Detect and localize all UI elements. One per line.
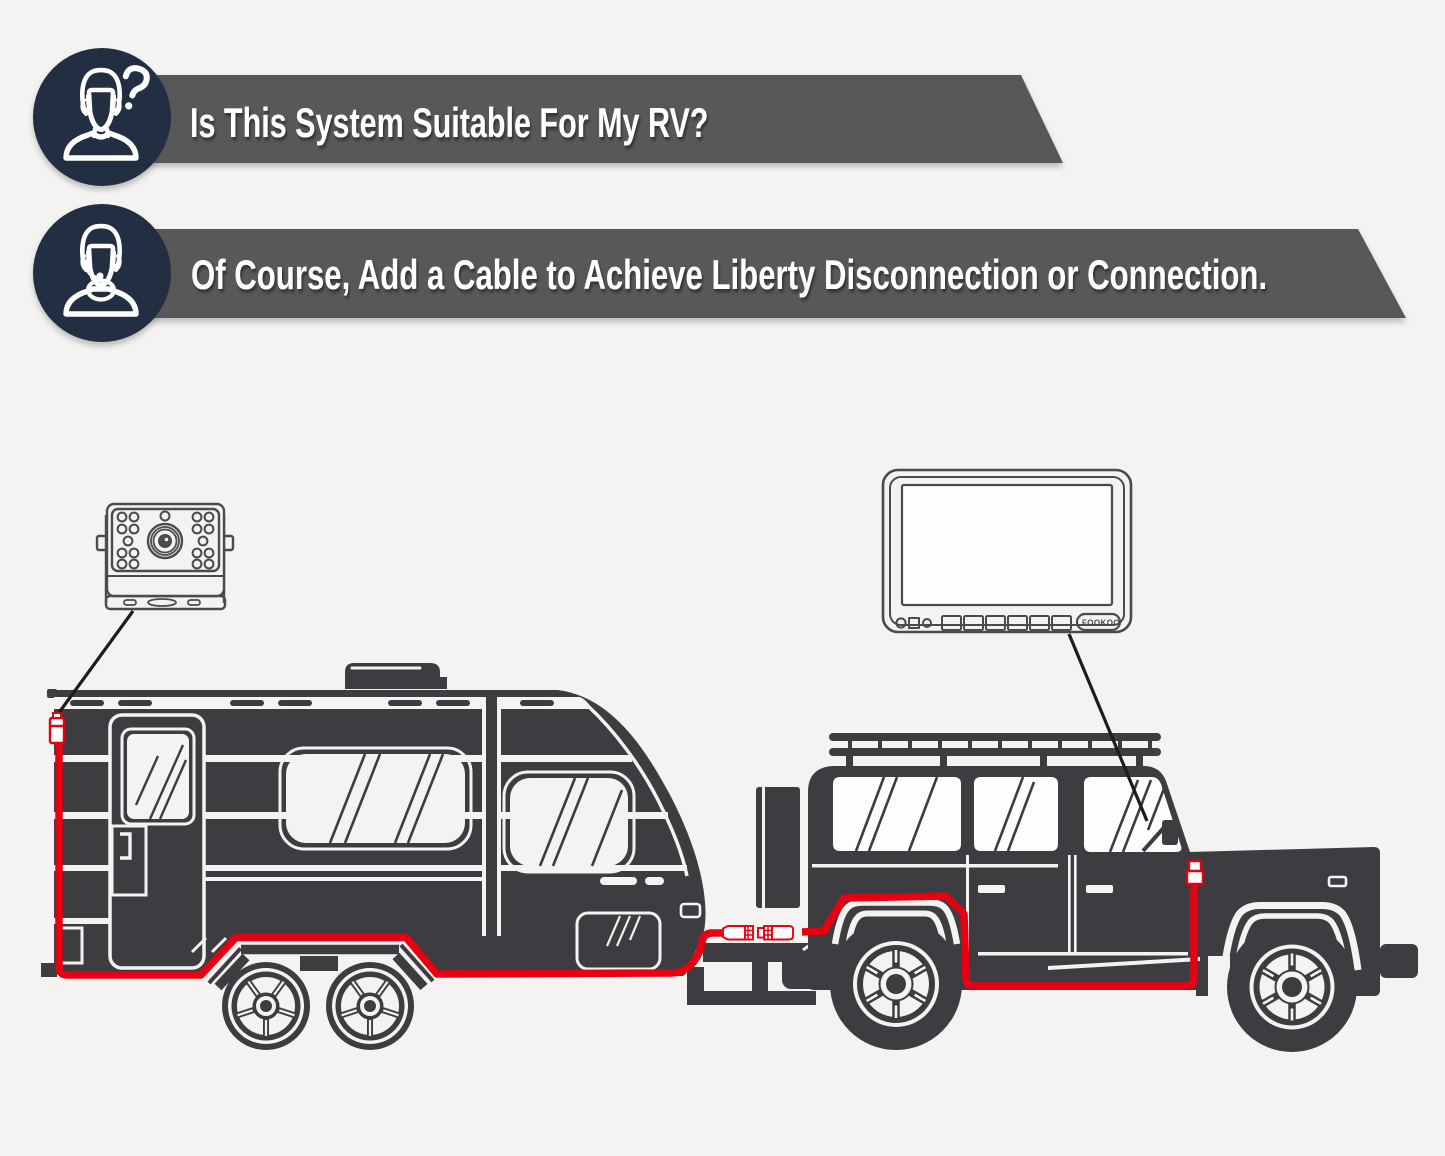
svg-text:FOOKOO: FOOKOO [1082,619,1120,628]
svg-text:Is This System Suitable For My: Is This System Suitable For My RV? [190,99,708,146]
svg-text:Of Course, Add a Cable to Achi: Of Course, Add a Cable to Achieve Libert… [191,252,1267,299]
